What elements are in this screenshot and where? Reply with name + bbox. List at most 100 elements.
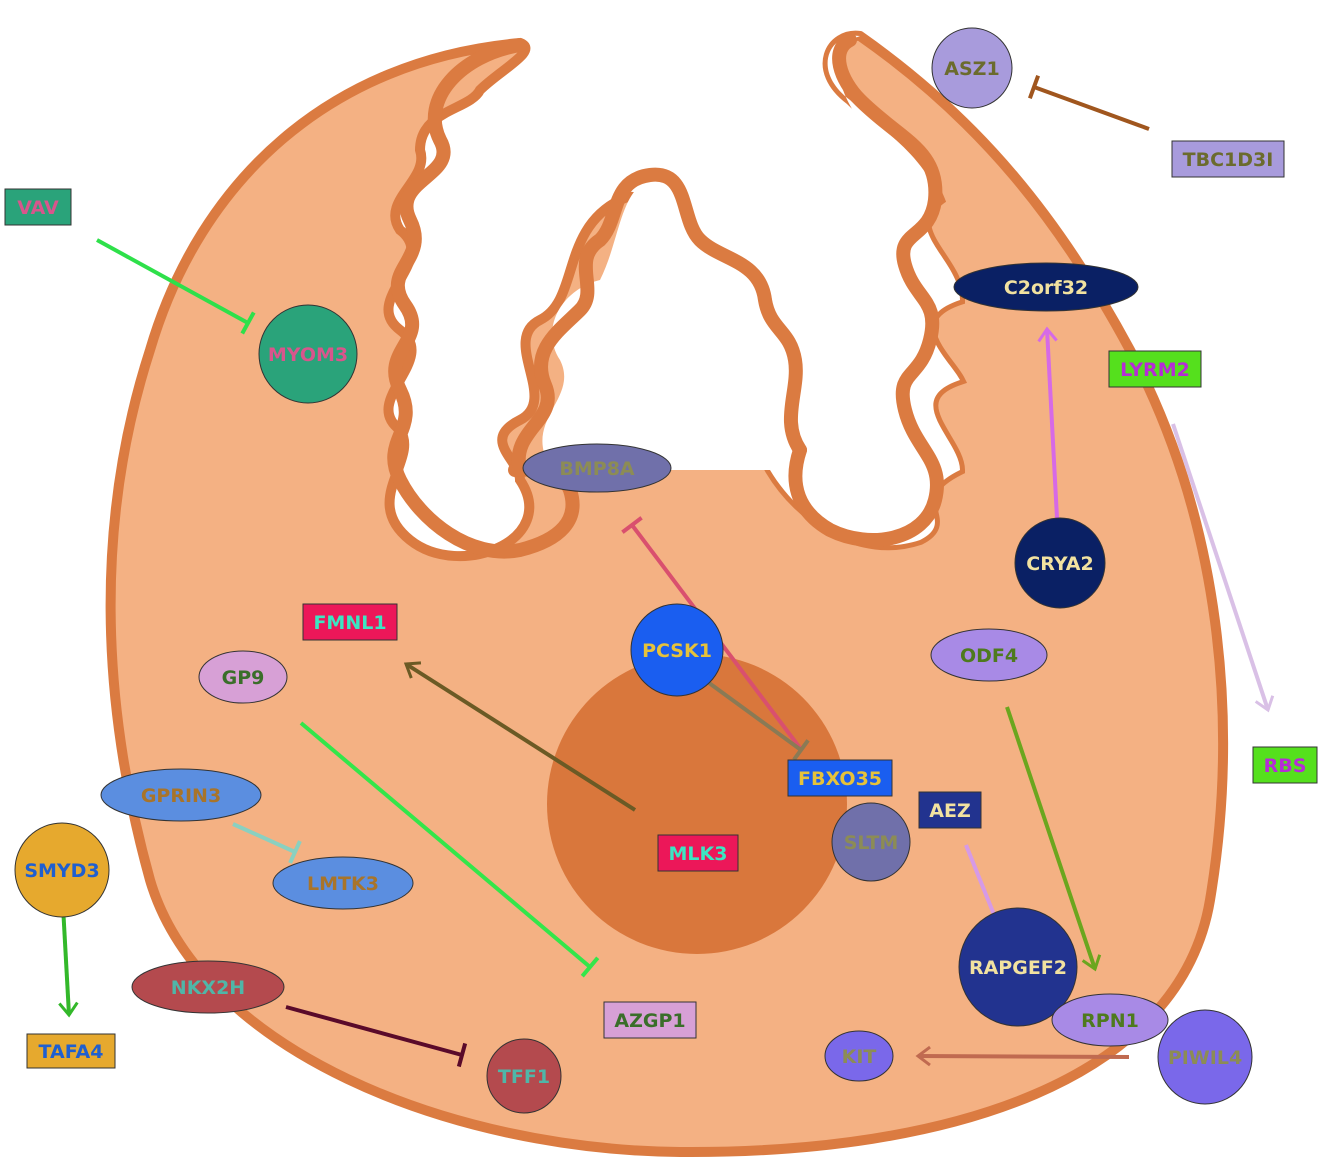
- node-label: MYOM3: [268, 344, 348, 366]
- node-vav: VAV: [4, 188, 72, 226]
- node-shape: [272, 856, 414, 910]
- node-shape: [1157, 1009, 1253, 1105]
- edges-layer: [58, 75, 1275, 1068]
- node-label: TAFA4: [39, 1041, 104, 1063]
- node-label: FBXO35: [798, 768, 882, 790]
- node-label: ODF4: [960, 645, 1018, 667]
- node-shape: [486, 1038, 562, 1114]
- node-label: BMP8A: [559, 458, 635, 480]
- cell-cavity: [542, 35, 960, 546]
- inhibition-bar: [288, 840, 302, 864]
- edge-line: [1005, 706, 1097, 970]
- node-shape: [258, 304, 358, 404]
- nucleus: [547, 654, 847, 954]
- node-label: PCSK1: [642, 640, 712, 662]
- node-kit: KIT: [824, 1030, 894, 1082]
- node-crya2: CRYA2: [1014, 517, 1106, 609]
- inhibition-bar: [456, 1042, 468, 1068]
- central-membrane-fold: [511, 167, 807, 477]
- node-tff1: TFF1: [486, 1038, 562, 1114]
- node-lyrm2: LYRM2: [1108, 350, 1202, 388]
- node-sltm: SLTM: [831, 802, 911, 882]
- node-label: MLK3: [669, 843, 728, 865]
- edge-rpn1-to-kit: [915, 1045, 1130, 1067]
- node-smyd3: SMYD3: [14, 822, 110, 918]
- edge-odf4-to-rapgef2: [1005, 706, 1102, 972]
- node-label: LYRM2: [1120, 359, 1190, 381]
- node-label: AEZ: [929, 800, 970, 822]
- edge-mlk3-to-fmnl1: [403, 661, 637, 812]
- node-label: VAV: [17, 197, 59, 219]
- node-rbs: RBS: [1252, 746, 1318, 784]
- node-shape: [931, 27, 1013, 109]
- inhibition-bar: [621, 516, 643, 534]
- node-piwil4: PIWIL4: [1157, 1009, 1253, 1105]
- edge-smyd3-to-tafa4: [58, 905, 79, 1018]
- edge-gp9-to-azgp1: [299, 721, 600, 978]
- right-membrane-fold: [788, 33, 944, 547]
- node-tafa4: TAFA4: [26, 1033, 116, 1069]
- node-shape: [918, 791, 982, 829]
- node-bmp8a: BMP8A: [522, 443, 672, 493]
- edge-vav-to-myom3: [96, 238, 256, 335]
- node-fmnl1: FMNL1: [302, 603, 398, 641]
- node-shape: [953, 262, 1139, 312]
- arrow-head: [1254, 695, 1275, 713]
- node-label: PIWIL4: [1168, 1047, 1242, 1069]
- node-label: RAPGEF2: [969, 957, 1067, 979]
- node-gprin3: GPRIN3: [100, 768, 262, 822]
- node-rapgef2: RAPGEF2: [958, 907, 1078, 1027]
- node-tbc1d3i: TBC1D3I: [1171, 140, 1285, 178]
- edge-gprin3-to-lmtk3: [232, 822, 302, 864]
- node-label: TBC1D3I: [1183, 149, 1274, 171]
- node-shape: [630, 603, 724, 697]
- node-label: RBS: [1264, 755, 1307, 777]
- edge-line: [1033, 85, 1150, 131]
- node-label: GPRIN3: [141, 785, 221, 807]
- arrow-head: [1037, 326, 1058, 343]
- node-shape: [824, 1030, 894, 1082]
- node-myom3: MYOM3: [258, 304, 358, 404]
- node-azgp1: AZGP1: [603, 1001, 697, 1039]
- edge-line: [299, 721, 592, 969]
- node-shape: [198, 650, 288, 704]
- node-fbxo35: FBXO35: [787, 759, 893, 797]
- node-label: ASZ1: [944, 58, 999, 80]
- node-label: LMTK3: [307, 873, 379, 895]
- edge-line: [404, 662, 637, 812]
- node-shape: [787, 759, 893, 797]
- edge-line: [232, 822, 296, 854]
- left-membrane-fold: [387, 38, 580, 559]
- node-gp9: GP9: [198, 650, 288, 704]
- node-shape: [131, 960, 285, 1014]
- node-label: C2orf32: [1004, 277, 1088, 299]
- node-shape: [1252, 746, 1318, 784]
- node-shape: [4, 188, 72, 226]
- inhibition-bar: [240, 311, 256, 335]
- inhibition-bar: [1028, 75, 1040, 99]
- node-aez: AEZ: [918, 791, 982, 829]
- node-c2orf32: C2orf32: [953, 262, 1139, 312]
- node-mlk3: MLK3: [657, 834, 739, 872]
- node-shape: [26, 1033, 116, 1069]
- edge-line: [285, 1005, 463, 1057]
- edge-nkx2h-to-tff1: [285, 1005, 468, 1068]
- node-shape: [831, 802, 911, 882]
- inhibition-bar: [580, 956, 600, 978]
- node-label: SLTM: [844, 832, 899, 854]
- node-shape: [302, 603, 398, 641]
- node-label: CRYA2: [1026, 553, 1093, 575]
- edge-tbc1d3i-to-asz1: [1028, 75, 1150, 131]
- node-shape: [14, 822, 110, 918]
- node-rpn1: RPN1: [1051, 993, 1169, 1047]
- node-label: SMYD3: [24, 860, 99, 882]
- edge-line: [61, 905, 71, 1016]
- node-label: TFF1: [498, 1066, 550, 1088]
- edge-line: [917, 1054, 1130, 1059]
- node-pcsk1: PCSK1: [630, 603, 724, 697]
- edge-crya2-to-c2orf32: [1037, 326, 1059, 519]
- node-shape: [1051, 993, 1169, 1047]
- node-label: AZGP1: [614, 1010, 685, 1032]
- node-shape: [522, 443, 672, 493]
